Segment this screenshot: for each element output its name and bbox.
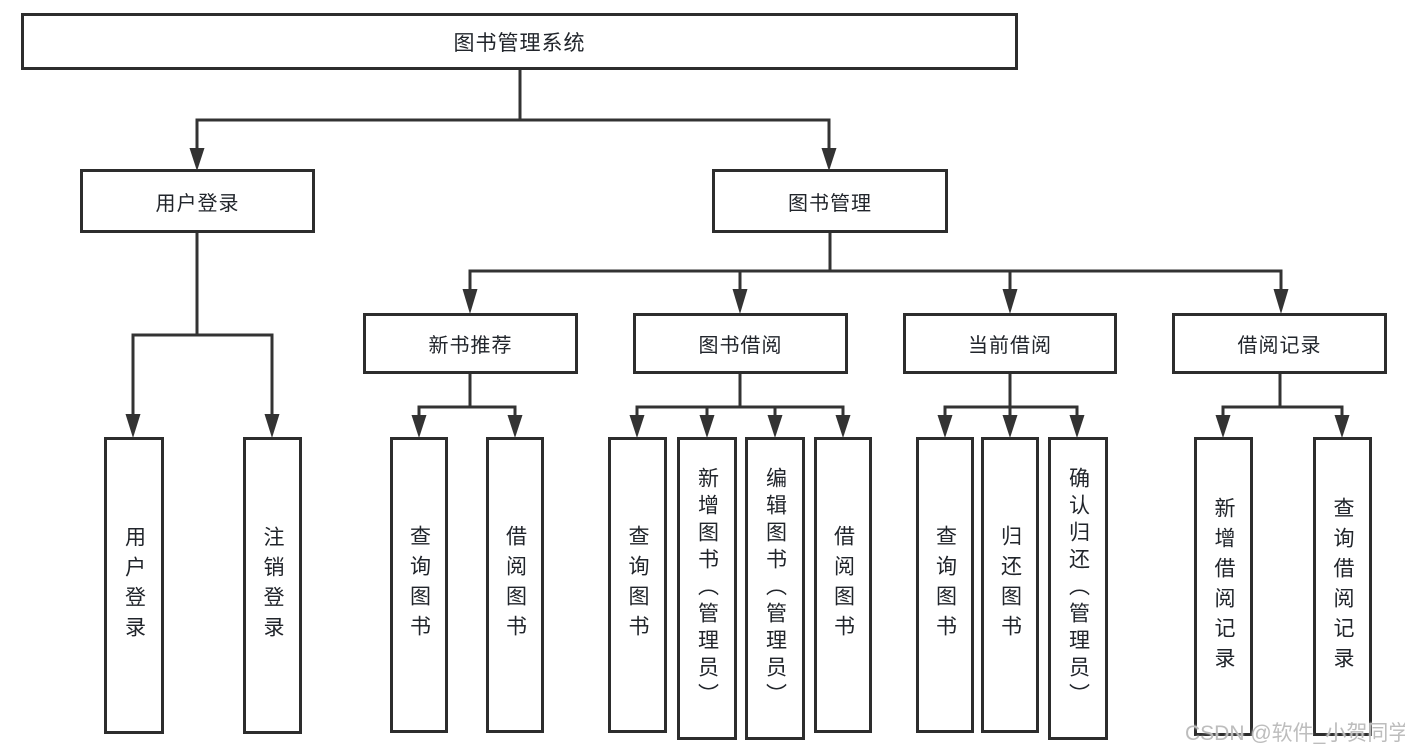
watermark: CSDN @软件_小贺同学	[1185, 722, 1405, 745]
node-new-book-recommend: 新书推荐	[363, 313, 578, 374]
arrowhead-icon	[1215, 415, 1231, 438]
arrowhead-icon	[264, 414, 280, 438]
arrowhead-icon	[462, 289, 478, 314]
arrowhead-icon	[1002, 415, 1018, 438]
node-nb-borrow-books: 借阅图书	[486, 437, 544, 733]
edge-borrow-records-to-leaves	[1215, 374, 1350, 438]
node-leaf-user-login: 用户登录	[104, 437, 164, 734]
node-cb-query-books: 查询图书	[916, 437, 974, 733]
node-label: 确认归还（管理员）	[1066, 467, 1090, 710]
node-bb-add-books-admin: 新增图书（管理员）	[677, 437, 737, 740]
node-br-add-record: 新增借阅记录	[1194, 437, 1253, 736]
node-label: 借阅记录	[1237, 335, 1322, 357]
node-current-borrowing: 当前借阅	[903, 313, 1117, 374]
node-bb-query-books: 查询图书	[608, 437, 667, 733]
arrowhead-icon	[699, 415, 715, 438]
edge-new-book-recommend-to-leaves	[411, 374, 523, 438]
node-label: 查询借阅记录	[1331, 496, 1354, 677]
node-label: 用户登录	[122, 525, 146, 646]
node-label: 借阅图书	[831, 525, 855, 645]
node-leaf-logout: 注销登录	[243, 437, 302, 734]
arrowhead-icon	[732, 289, 748, 314]
arrowhead-icon	[1002, 289, 1018, 314]
node-book-borrowing: 图书借阅	[633, 313, 848, 374]
arrowhead-icon	[629, 415, 645, 438]
node-label: 借阅图书	[503, 525, 527, 645]
node-book-management: 图书管理	[712, 169, 948, 233]
node-label: 用户登录	[155, 192, 240, 215]
arrowhead-icon	[1334, 415, 1350, 438]
node-nb-query-books: 查询图书	[390, 437, 448, 733]
node-cb-confirm-return-admin: 确认归还（管理员）	[1048, 437, 1108, 740]
edge-book-management-to-groups	[462, 233, 1289, 314]
arrowhead-icon	[937, 415, 953, 438]
node-label: 归还图书	[998, 525, 1022, 645]
arrowhead-icon	[507, 415, 523, 438]
arrowhead-icon	[767, 415, 783, 438]
edge-book-borrowing-to-leaves	[629, 374, 851, 438]
arrowhead-icon	[1273, 289, 1289, 314]
arrowhead-icon	[835, 415, 851, 438]
edge-user-login-to-leaves	[125, 233, 280, 438]
node-bb-edit-books-admin: 编辑图书（管理员）	[745, 437, 805, 740]
node-label: 新书推荐	[428, 335, 513, 357]
node-label: 注销登录	[261, 525, 284, 646]
node-label: 查询图书	[407, 525, 431, 645]
arrowhead-icon	[189, 148, 205, 171]
node-label: 当前借阅	[968, 335, 1052, 357]
arrowhead-icon	[821, 148, 837, 171]
node-book-management-system: 图书管理系统	[21, 13, 1018, 70]
node-label: 图书管理	[788, 192, 872, 215]
node-bb-borrow-books: 借阅图书	[814, 437, 872, 733]
node-label: 查询图书	[933, 525, 957, 645]
node-label: 图书管理系统	[453, 31, 586, 55]
node-label: 新增借阅记录	[1212, 496, 1235, 677]
node-label: 新增图书（管理员）	[695, 467, 719, 710]
arrowhead-icon	[125, 414, 141, 438]
edge-root-to-level1	[189, 70, 837, 171]
node-label: 查询图书	[626, 525, 649, 645]
edge-current-borrowing-to-leaves	[937, 374, 1085, 438]
arrowhead-icon	[411, 415, 427, 438]
arrowhead-icon	[1069, 415, 1085, 438]
node-borrow-records: 借阅记录	[1172, 313, 1387, 374]
node-cb-return-books: 归还图书	[981, 437, 1039, 733]
node-user-login-branch: 用户登录	[80, 169, 315, 233]
node-br-query-record: 查询借阅记录	[1313, 437, 1372, 736]
node-label: 编辑图书（管理员）	[763, 467, 787, 710]
node-label: 图书借阅	[698, 335, 783, 357]
